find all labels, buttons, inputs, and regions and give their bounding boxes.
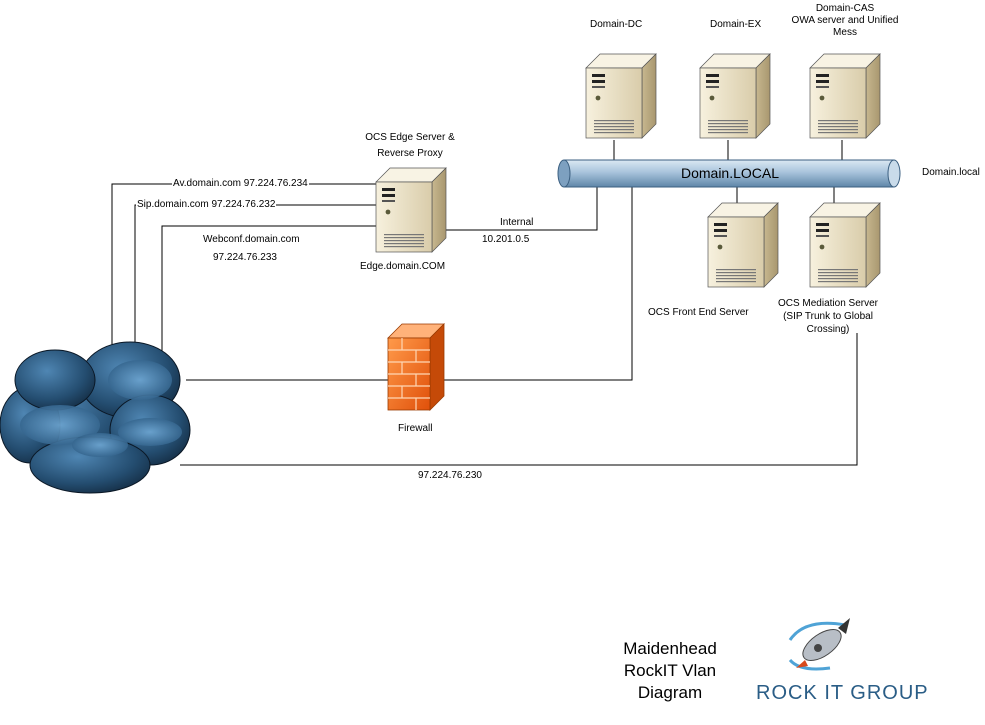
firewall-icon — [387, 323, 445, 411]
server-cas-label-3: Mess — [833, 27, 857, 38]
diagram-title-1: Maidenhead — [623, 639, 717, 658]
internal-label: Internal — [500, 217, 534, 228]
webconf-label: Webconf.domain.com — [203, 234, 300, 245]
internet-cloud-icon — [0, 341, 191, 494]
server-cas-label-1: Domain-CAS — [815, 3, 875, 14]
firewall-label: Firewall — [398, 423, 433, 434]
mediation-server-label-2: (SIP Trunk to Global — [783, 311, 873, 322]
server-cas-icon — [809, 53, 881, 139]
rock-it-logo-icon — [788, 618, 850, 671]
server-frontend-icon — [707, 202, 779, 288]
server-edge-icon — [375, 167, 447, 253]
sip-link — [134, 204, 376, 360]
webconf-ip-label: 97.224.76.233 — [213, 252, 277, 263]
server-cas-label-2: OWA server and Unified — [791, 15, 899, 26]
internal-link — [446, 187, 598, 231]
bottom-ip-label: 97.224.76.230 — [418, 470, 482, 481]
rock-it-group-logo: ROCK IT GROUP — [756, 682, 929, 704]
mediation-server-label-3: Crossing) — [806, 324, 850, 335]
sip-label: Sip.domain.com 97.224.76.232 — [136, 198, 277, 211]
diagram-title-2: RockIT Vlan — [623, 661, 717, 680]
edge-host-label: Edge.domain.COM — [360, 261, 446, 272]
edge-server-label-2: Reverse Proxy — [377, 148, 443, 159]
server-dc-label: Domain-DC — [590, 19, 643, 30]
webconf-link — [161, 225, 376, 360]
av-label: Av.domain.com 97.224.76.234 — [172, 177, 309, 190]
server-ex-label: Domain-EX — [710, 19, 762, 30]
domain-local-bus — [557, 159, 901, 188]
mediation-cloud-link — [180, 333, 858, 466]
server-mediation-icon — [809, 202, 881, 288]
edge-server-label-1: OCS Edge Server & — [365, 132, 455, 143]
frontend-server-label: OCS Front End Server — [648, 307, 749, 318]
domain-local-side-label: Domain.local — [922, 167, 980, 178]
server-ex-icon — [699, 53, 771, 139]
domain-local-bus-label: Domain.LOCAL — [680, 165, 780, 181]
diagram-title-3: Diagram — [637, 683, 703, 702]
firewall-bus-link — [444, 187, 633, 381]
server-dc-icon — [585, 53, 657, 139]
mediation-server-label-1: OCS Mediation Server — [777, 298, 879, 309]
internal-ip-label: 10.201.0.5 — [482, 234, 530, 245]
